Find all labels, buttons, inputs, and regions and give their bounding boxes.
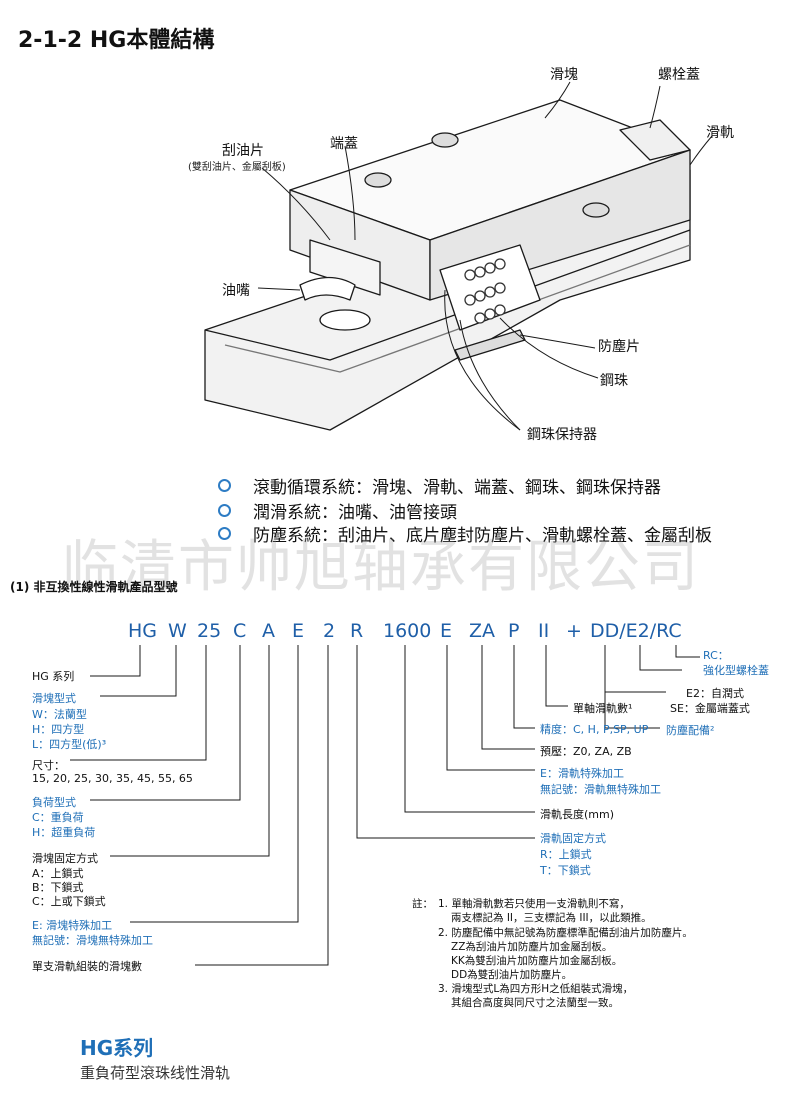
- code-segment: 2: [323, 620, 336, 642]
- bullet-item: 滾動循環系統：滑塊、滑軌、端蓋、鋼珠、鋼珠保持器: [218, 473, 661, 498]
- code-segment: ZA: [469, 620, 496, 642]
- bullet-item: 防塵系統：刮油片、底片塵封防塵片、滑軌螺栓蓋、金屬刮板: [218, 521, 712, 546]
- note-line: 1. 單軸滑軌數若只使用一支滑軌則不寫，: [438, 898, 630, 910]
- note-line: KK為雙刮油片加防塵片加金屬刮板。: [451, 955, 623, 967]
- label-scraper-note: (雙刮油片、金屬刮板): [188, 162, 286, 173]
- rail-groove: [224, 244, 691, 373]
- label-rail: 滑軌: [706, 125, 734, 141]
- label-block-type-w: W：法蘭型: [32, 708, 87, 721]
- hg-structure-diagram: [204, 81, 713, 431]
- label-precision: 精度：C, H, P,SP, UP: [540, 723, 649, 736]
- code-segment: 25: [197, 620, 222, 642]
- code-segment: II: [538, 620, 550, 642]
- label-end-cap: 端蓋: [330, 136, 358, 152]
- label-rail-mount-r: R：上鎖式: [540, 848, 592, 861]
- label-mount-c: C：上或下鎖式: [32, 895, 106, 908]
- footer-subtitle: 重負荷型滾珠线性滑轨: [80, 1064, 231, 1082]
- label-rail-length: 滑軌長度(mm): [540, 808, 615, 821]
- notes-prefix: 註：: [412, 898, 433, 910]
- note-line: 3. 滑塊型式L為四方形H之低組裝式滑塊，: [438, 983, 634, 995]
- note-line: 其組合高度與同尺寸之法蘭型一致。: [451, 997, 619, 1009]
- bullet-text: 潤滑系統：油嘴、油管接頭: [253, 503, 457, 523]
- label-load-h: H：超重負荷: [32, 826, 96, 839]
- section-title: (1) 非互換性線性滑軌產品型號: [10, 580, 178, 594]
- label-ball-retainer: 鋼珠保持器: [527, 427, 597, 443]
- mount-hole: [582, 202, 610, 218]
- label-single-rail: 單軸滑軌數¹: [573, 702, 633, 715]
- label-rail-none: 無記號：滑軌無特殊加工: [540, 783, 661, 796]
- note-line: 兩支標記為 II，三支標記為 III，以此類推。: [451, 912, 652, 924]
- note-line: DD為雙刮油片加防塵片。: [451, 969, 573, 981]
- label-rail-special: E：滑軌特殊加工: [540, 767, 624, 780]
- label-series: HG 系列: [32, 670, 75, 683]
- label-load-title: 負荷型式: [32, 796, 76, 809]
- page-title: 2-1-2 HG本體結構: [18, 28, 215, 53]
- label-e2: E2：自潤式: [686, 687, 744, 700]
- mount-hole: [431, 132, 459, 148]
- end-cap: [309, 239, 381, 296]
- code-segment: DD/E2/RC: [590, 620, 682, 642]
- grease-nipple: [299, 276, 356, 301]
- label-rc-title: RC：: [703, 649, 729, 662]
- bullet-text: 防塵系統：刮油片、底片塵封防塵片、滑軌螺栓蓋、金屬刮板: [253, 526, 712, 546]
- label-rail-mount-title: 滑軌固定方式: [540, 832, 606, 845]
- code-segment: C: [233, 620, 247, 642]
- code-segment: R: [350, 620, 364, 642]
- code-segment: E: [440, 620, 453, 642]
- label-block-type-title: 滑塊型式: [32, 692, 76, 705]
- label-block-special: E: 滑塊特殊加工: [32, 919, 113, 932]
- label-rail-mount-t: T：下鎖式: [540, 864, 591, 877]
- label-steel-ball: 鋼珠: [600, 373, 628, 389]
- bullet-text: 滾動循環系統：滑塊、滑軌、端蓋、鋼珠、鋼珠保持器: [253, 478, 661, 498]
- label-se: SE：金屬端蓋式: [670, 702, 750, 715]
- label-load-c: C：重負荷: [32, 811, 84, 824]
- label-mount-a: A：上鎖式: [32, 867, 84, 880]
- label-block-count: 單支滑軌組裝的滑塊數: [32, 960, 142, 973]
- bullet-item: 潤滑系統：油嘴、油管接頭: [218, 498, 457, 523]
- code-segment: HG: [128, 620, 158, 642]
- footer-title: HG系列: [80, 1036, 154, 1060]
- label-mount-title: 滑塊固定方式: [32, 852, 98, 865]
- label-block-type-h: H：四方型: [32, 723, 85, 736]
- bullet-ring-icon: [218, 479, 231, 492]
- label-dust-seal: 防塵片: [598, 339, 640, 355]
- label-grease-nipple: 油嘴: [222, 283, 250, 299]
- label-bolt-cap: 螺栓蓋: [658, 67, 700, 83]
- label-rc-desc: 強化型螺栓蓋: [703, 664, 769, 677]
- label-mount-b: B：下鎖式: [32, 881, 84, 894]
- label-dust-option: 防塵配備²: [666, 724, 715, 737]
- bullet-ring-icon: [218, 527, 231, 540]
- label-preload: 預壓：Z0, ZA, ZB: [540, 745, 632, 758]
- label-scraper: 刮油片: [222, 143, 264, 159]
- rail-top-edge: [204, 229, 691, 361]
- rail-bolt-cap: [619, 119, 691, 161]
- mount-hole: [364, 172, 392, 188]
- note-line: 2. 防塵配備中無記號為防塵標準配備刮油片加防塵片。: [438, 927, 693, 939]
- bullet-ring-icon: [218, 504, 231, 517]
- code-segment: +: [566, 620, 582, 642]
- grease-nipple-base: [319, 309, 371, 331]
- label-size-title: 尺寸：: [32, 759, 65, 772]
- label-block-type-l: L：四方型(低)³: [32, 738, 107, 751]
- code-segment: W: [168, 620, 187, 642]
- code-segment: 1600: [383, 620, 432, 642]
- code-segment: A: [262, 620, 275, 642]
- label-slider: 滑塊: [550, 67, 578, 83]
- label-block-none: 無記號：滑塊無特殊加工: [32, 934, 153, 947]
- code-segment: P: [508, 620, 520, 642]
- note-line: ZZ為刮油片加防塵片加金屬刮板。: [451, 941, 613, 953]
- label-size-values: 15, 20, 25, 30, 35, 45, 55, 65: [32, 772, 193, 785]
- code-segment: E: [292, 620, 305, 642]
- watermark: 临清市帅旭轴承有限公司: [62, 535, 700, 600]
